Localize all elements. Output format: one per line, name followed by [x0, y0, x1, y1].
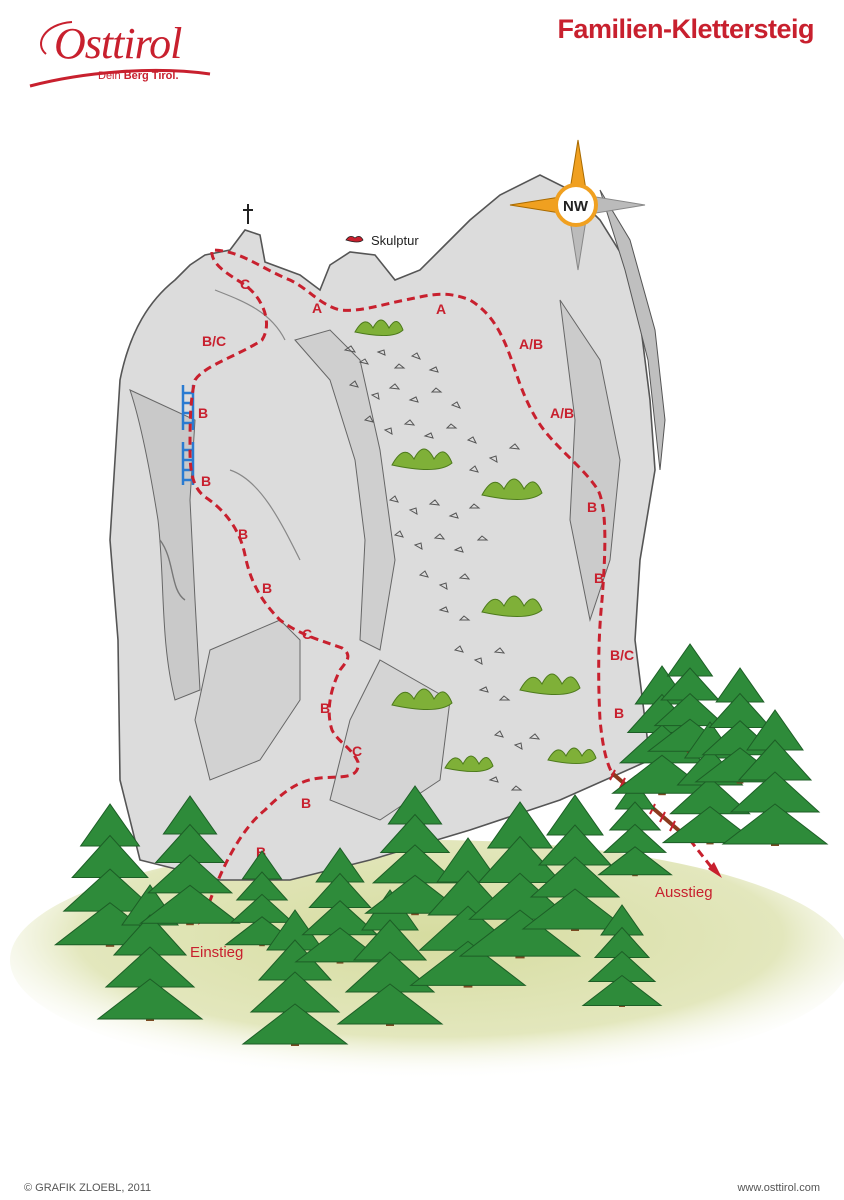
- page-title: Familien-Klettersteig: [557, 14, 814, 44]
- route-grade: B/C: [610, 647, 634, 663]
- sculpture-icon: [345, 236, 364, 243]
- start-label: Einstieg: [190, 944, 243, 961]
- osttirol-logo[interactable]: Osttirol Dein Berg Tirol.: [24, 14, 214, 94]
- pine-tree-icon: [458, 801, 582, 959]
- pine-tree-icon: [96, 884, 204, 1021]
- pine-tree-icon: [521, 794, 629, 931]
- route-grade: B: [614, 705, 624, 721]
- forest: [53, 643, 829, 1046]
- tagline-bold: Berg Tirol.: [123, 70, 179, 82]
- pine-tree-icon: [139, 795, 241, 926]
- route-grade: B: [238, 526, 248, 542]
- exit-label: Ausstieg: [655, 884, 713, 901]
- route-grade: B: [301, 795, 311, 811]
- summit-cross-icon: [243, 204, 253, 224]
- compass-rose-icon: [509, 139, 646, 271]
- route-grade: C: [302, 626, 312, 642]
- route-grade: B: [320, 700, 330, 716]
- tagline-prefix: Dein: [98, 70, 124, 82]
- pine-tree-icon: [241, 909, 349, 1046]
- pine-tree-icon: [581, 904, 663, 1007]
- climbing-route: [188, 248, 714, 916]
- website-link[interactable]: www.osttirol.com: [737, 1182, 820, 1194]
- route-grade: C: [240, 276, 250, 292]
- shrubs: [354, 319, 597, 772]
- copyright-text: © GRAFIK ZLOEBL, 2011: [24, 1182, 152, 1194]
- logo-swoosh-icon: [29, 21, 211, 88]
- route-grade: B: [587, 499, 597, 515]
- route-grade: A/B: [550, 405, 574, 421]
- pine-tree-icon: [721, 709, 829, 846]
- route-grade: A/B: [519, 336, 543, 352]
- logo-tagline: Dein Berg Tirol.: [98, 70, 179, 82]
- logo-wordmark: Osttirol: [54, 19, 182, 68]
- meadow: [10, 840, 844, 1080]
- pine-tree-icon: [597, 780, 673, 877]
- route-grade: A: [436, 301, 446, 317]
- rock-massif: [109, 174, 666, 881]
- route-grade: B: [594, 570, 604, 586]
- route-grade: B: [198, 405, 208, 421]
- route-grade: B: [262, 580, 272, 596]
- route-grade: C: [352, 743, 362, 759]
- sculpture-label: Skulptur: [371, 233, 419, 248]
- scree-field: [343, 345, 541, 791]
- compass-label: NW: [563, 198, 589, 215]
- route-grade: B: [201, 473, 211, 489]
- ladder-icon: [181, 385, 195, 485]
- route-grade: B/C: [202, 333, 226, 349]
- exit-arrow: [708, 862, 722, 878]
- route-grade: A: [312, 300, 322, 316]
